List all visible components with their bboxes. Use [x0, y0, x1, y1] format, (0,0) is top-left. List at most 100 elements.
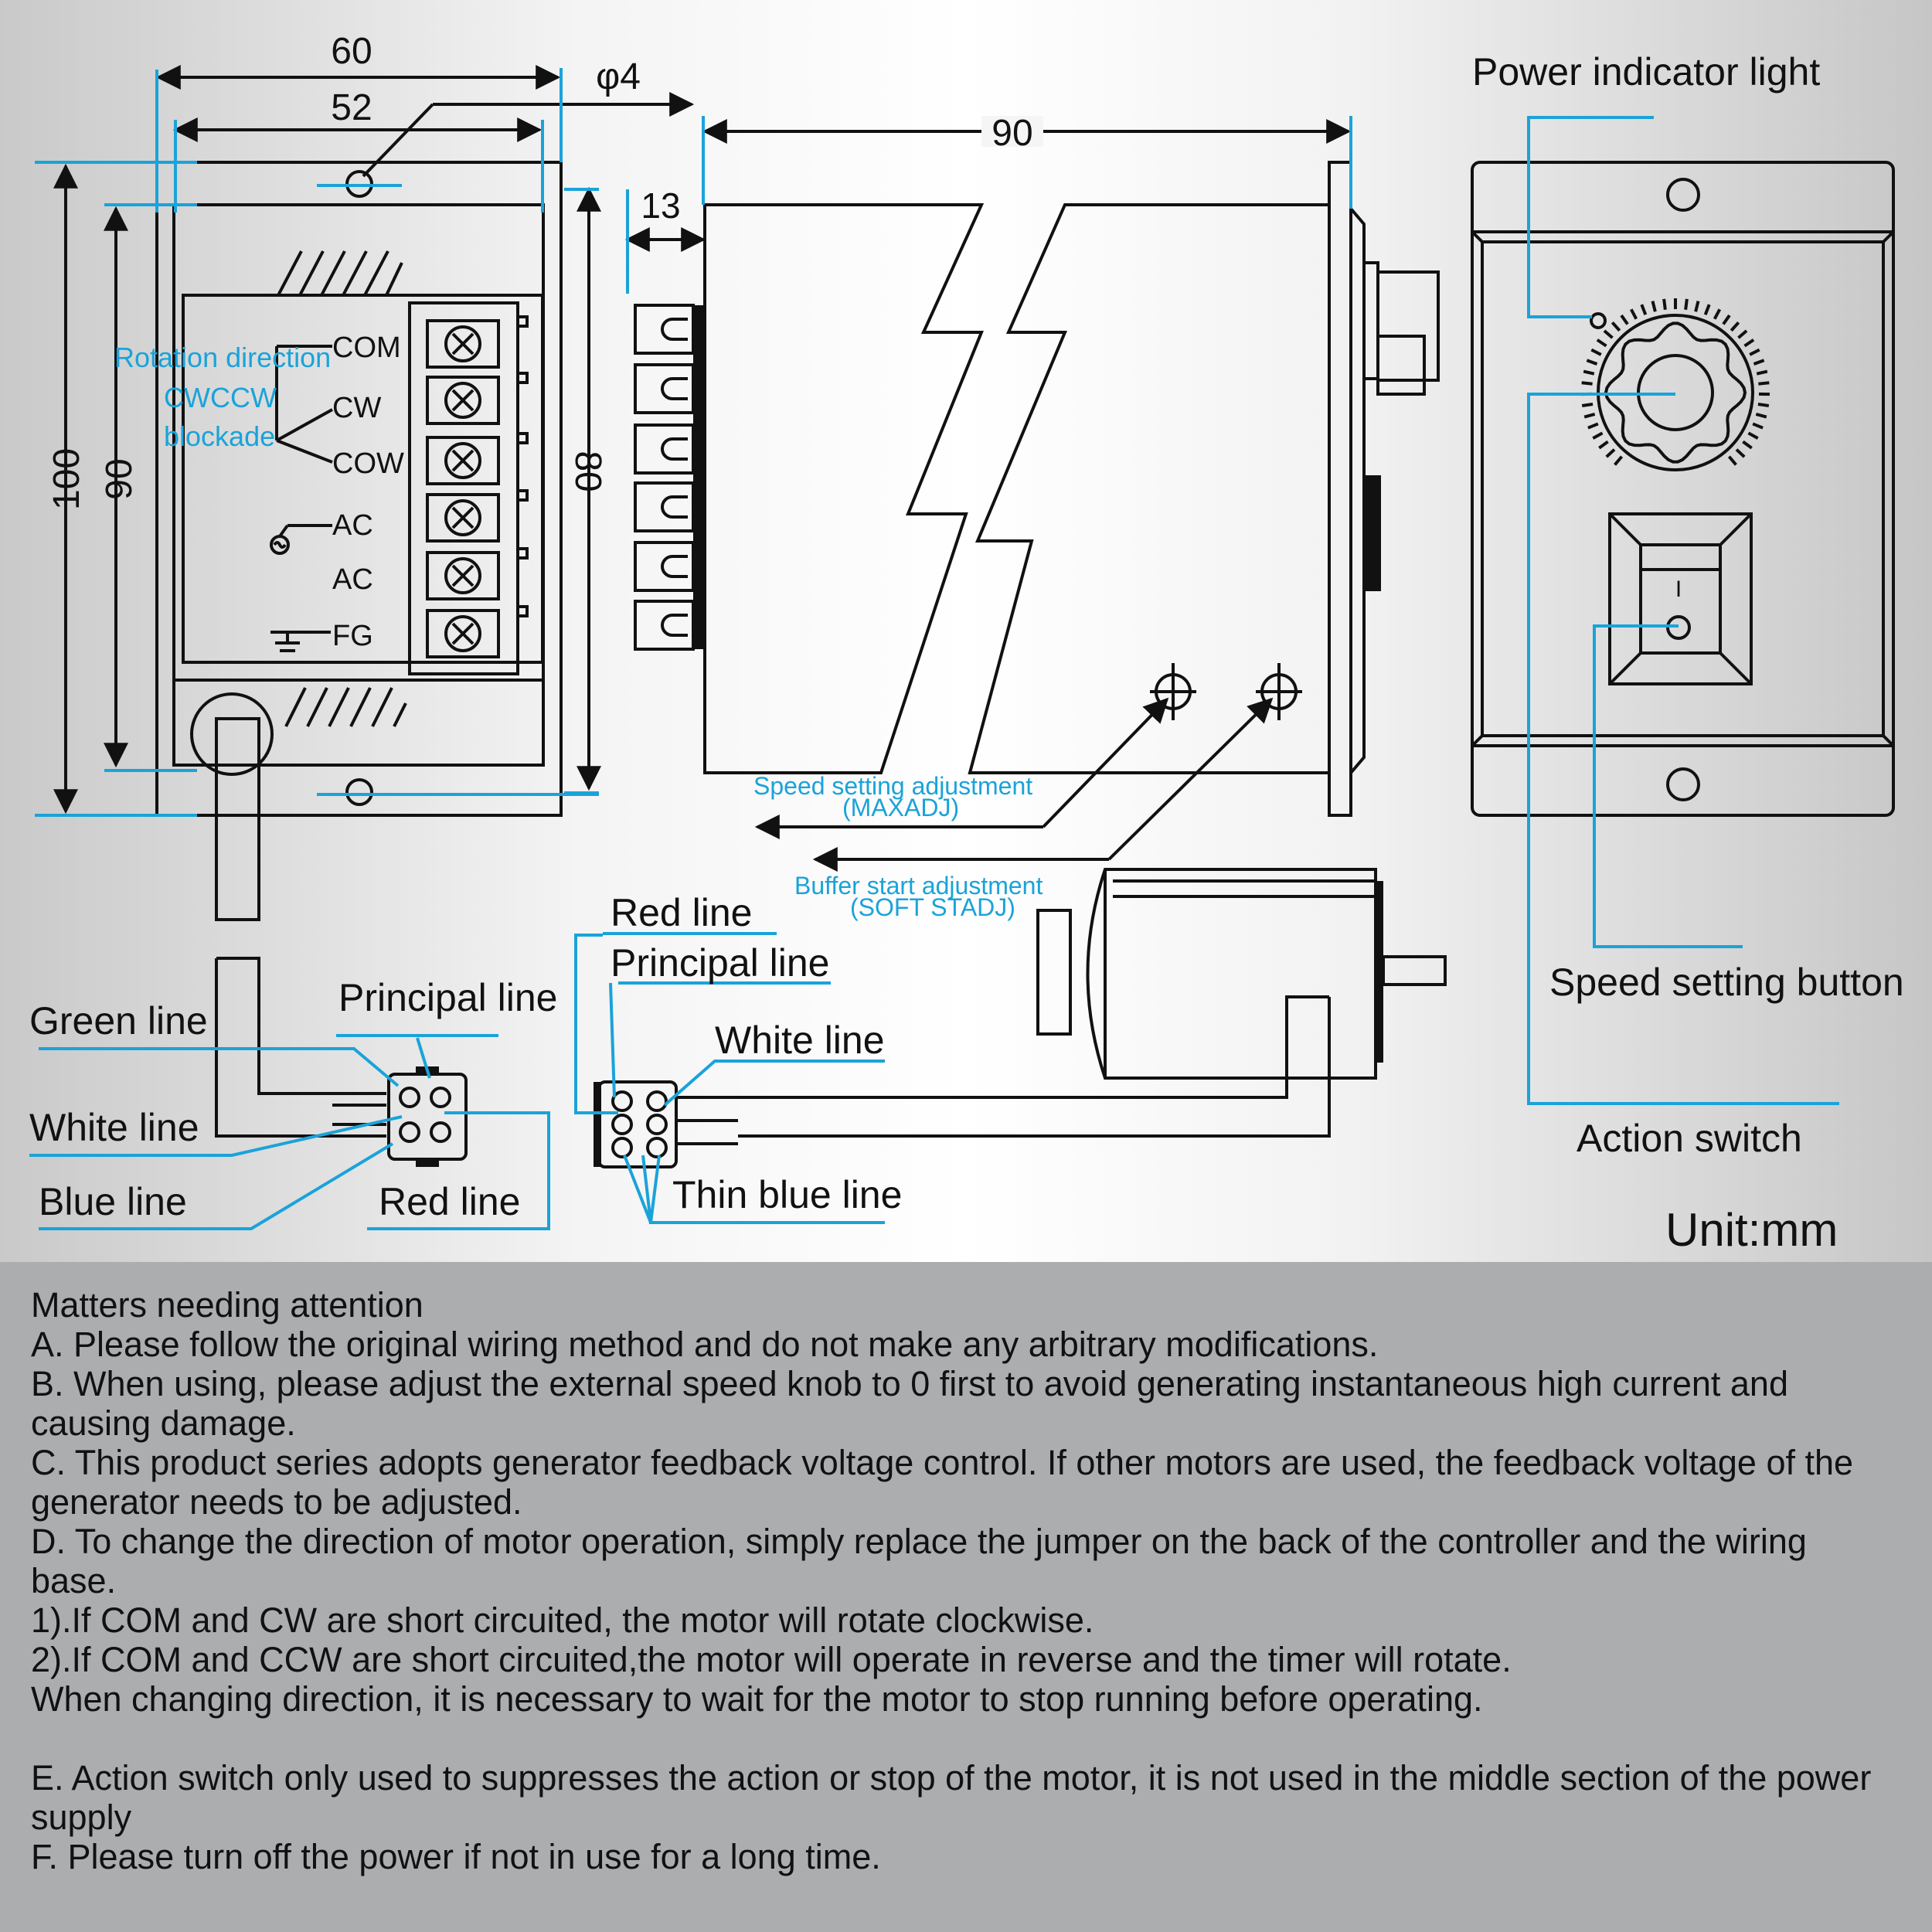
label-red-line-right: Red line	[611, 891, 752, 934]
label-power-indicator-light: Power indicator light	[1472, 50, 1820, 94]
dim-52: 52	[331, 87, 372, 128]
note-d1: 1).If COM and CW are short circuited, th…	[31, 1600, 1094, 1640]
label-cw: CW	[332, 392, 381, 424]
side-terminal-tab	[634, 541, 695, 592]
notes-title: Matters needing attention	[31, 1285, 423, 1325]
knob-tick	[1590, 348, 1602, 356]
knob-tick	[1611, 321, 1621, 332]
side-terminal-tab	[634, 600, 695, 651]
note-f: F. Please turn off the power if not in u…	[31, 1837, 881, 1876]
label-com: COM	[332, 332, 401, 364]
label-cwccw: CWCCW	[164, 382, 277, 413]
controller-diagram: 60 52 φ4 100 90 80 COM CW COW AC AC FG R…	[29, 31, 1904, 1256]
dim-100: 100	[46, 448, 87, 510]
knob-tick	[1742, 440, 1753, 450]
knob-tick	[1730, 321, 1740, 332]
knob-tick	[1743, 338, 1755, 348]
label-blockade: blockade	[164, 420, 275, 452]
label-buffer-start-adjustment: Buffer start adjustment	[794, 872, 1043, 900]
label-soft-stadj: (SOFT STADJ)	[850, 893, 1015, 921]
side-terminal-tab	[634, 481, 695, 532]
knob-tick	[1737, 329, 1748, 339]
knob-tick	[1583, 369, 1595, 376]
knob-tick	[1755, 413, 1767, 419]
side-tabs	[634, 304, 695, 651]
knob-tick	[1620, 314, 1629, 325]
label-blue-line: Blue line	[39, 1180, 187, 1223]
label-thin-blue-line: Thin blue line	[672, 1173, 902, 1216]
knob-tick	[1629, 308, 1638, 320]
terminal-screw-icon	[426, 372, 529, 425]
terminal-screw-icon	[426, 432, 529, 485]
softadj-pot	[1256, 663, 1302, 720]
note-a: A. Please follow the original wiring met…	[31, 1325, 1379, 1364]
knob-tick	[1640, 304, 1648, 315]
label-white-line-left: White line	[29, 1106, 199, 1149]
notes-panel: Matters needing attention A. Please foll…	[0, 1262, 1932, 1932]
terminal-screw-icon	[426, 547, 529, 600]
side-terminal-tab	[634, 423, 695, 474]
power-indicator-light	[1590, 312, 1607, 329]
switch-on-mark: I	[1675, 577, 1682, 602]
connector-right	[594, 1080, 678, 1168]
dim-90-top: 90	[992, 113, 1032, 154]
knob-tick	[1596, 338, 1607, 348]
knob-tick	[1727, 455, 1737, 466]
dim-90-side: 90	[99, 458, 140, 499]
label-action-switch: Action switch	[1577, 1117, 1802, 1160]
knob-tick	[1586, 359, 1598, 366]
label-ac-2: AC	[332, 563, 373, 596]
knob-tick	[1753, 359, 1765, 366]
note-spacer	[31, 1719, 1901, 1758]
knob-tick	[1684, 298, 1689, 311]
label-ac-1: AC	[332, 509, 373, 542]
label-cow: COW	[332, 447, 404, 480]
knob-tick	[1603, 329, 1614, 339]
ground-icon	[270, 631, 331, 652]
note-d2: 2).If COM and CCW are short circuited,th…	[31, 1640, 1512, 1679]
knob-tick	[1605, 448, 1616, 458]
label-green-line: Green line	[29, 999, 208, 1043]
knob-tick	[1662, 298, 1667, 311]
motor	[1036, 868, 1447, 1080]
label-unit: Unit:mm	[1665, 1204, 1838, 1256]
terminal-screw-icon	[426, 605, 529, 658]
terminal-screw-icon	[426, 315, 529, 369]
terminal-screws	[426, 315, 529, 658]
knob-tick	[1587, 422, 1599, 430]
label-red-line-left: Red line	[379, 1180, 520, 1223]
knob-tick	[1757, 403, 1770, 407]
knob-tick	[1583, 413, 1596, 419]
dim-80: 80	[567, 451, 608, 492]
label-principal-line-left: Principal line	[338, 976, 557, 1019]
knob-tick	[1722, 314, 1731, 325]
knob-tick	[1703, 304, 1711, 315]
maxadj-pot	[1150, 663, 1196, 720]
knob-tick	[1651, 301, 1657, 312]
note-d: D. To change the direction of motor oper…	[31, 1522, 1817, 1600]
dim-60: 60	[331, 31, 372, 72]
knob-tick	[1752, 422, 1764, 430]
action-switch[interactable]: I	[1608, 512, 1753, 685]
label-speed-setting-adjustment: Speed setting adjustment	[753, 772, 1032, 800]
label-white-line-right: White line	[715, 1019, 885, 1062]
wiring: Green line White line Blue line Principa…	[29, 891, 1331, 1230]
speed-knob[interactable]	[1580, 298, 1770, 471]
dim-phi4: φ4	[596, 56, 641, 97]
dim-13: 13	[641, 185, 680, 226]
side-terminal-tab	[634, 363, 695, 414]
label-maxadj: (MAXADJ)	[842, 794, 959, 821]
side-view: 90 13 Speed setting adjustment (MAXADJ) …	[624, 113, 1440, 921]
knob-tick	[1735, 448, 1746, 458]
note-d3: When changing direction, it is necessary…	[31, 1679, 1483, 1719]
note-b: B. When using, please adjust the externa…	[31, 1364, 1798, 1443]
label-rotation-direction: Rotation direction	[114, 342, 331, 373]
note-e: E. Action switch only used to suppresses…	[31, 1758, 1881, 1837]
label-principal-line-right: Principal line	[611, 941, 829, 985]
front-view: I Power indicator light Speed setting bu…	[1471, 50, 1904, 1256]
note-c: C. This product series adopts generator …	[31, 1443, 1863, 1522]
knob-tick	[1581, 403, 1594, 407]
knob-tick	[1756, 369, 1768, 376]
knob-tick	[1592, 431, 1604, 440]
knob-ticks	[1580, 298, 1770, 466]
